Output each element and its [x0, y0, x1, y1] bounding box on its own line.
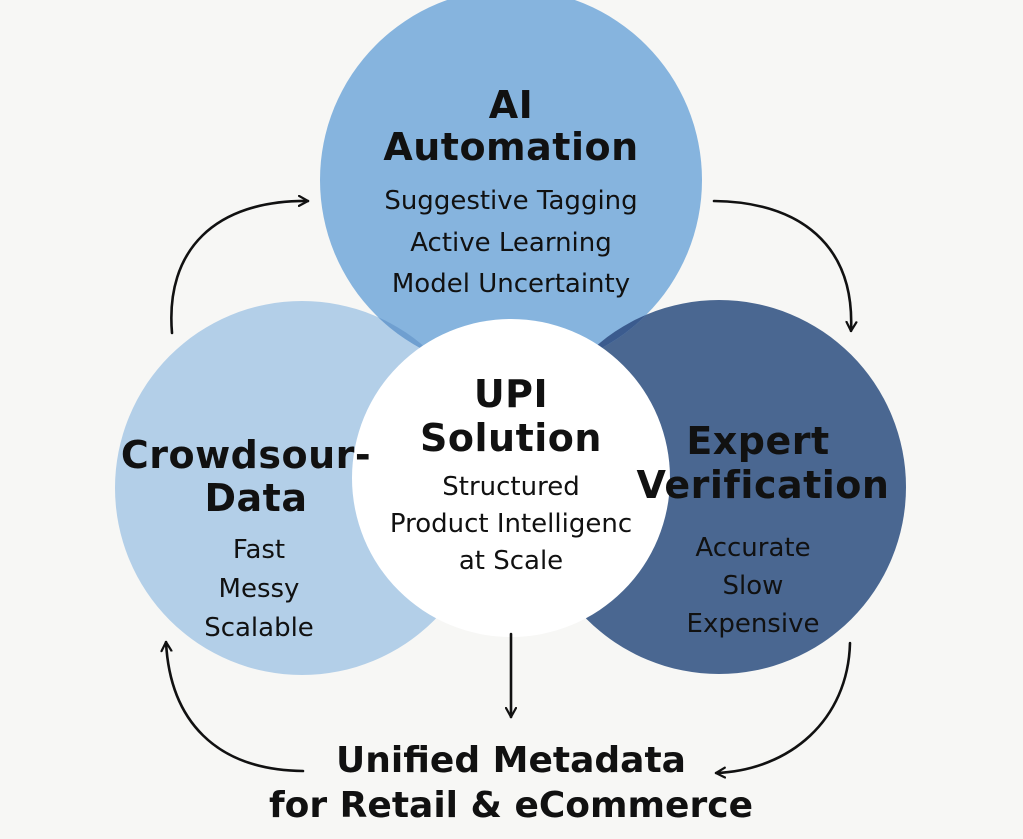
expert-title-line1: Expert: [686, 419, 830, 463]
expert-item-3: Expensive: [686, 609, 820, 639]
crowdsourced-item-1: Fast: [232, 535, 286, 565]
expert-item-2: Slow: [722, 571, 784, 601]
upi-solution-circle: [352, 319, 670, 637]
arrow-ai-to-expert: [712, 199, 851, 333]
crowdsourced-title-line1: Crowdsour-: [120, 433, 372, 477]
upi-solution-title-line2: Solution: [420, 416, 602, 460]
arrow-expert-to-footer: [714, 641, 852, 773]
upi-solution-item-2: Product Intelligenc: [389, 509, 633, 539]
ai-automation-circle: [320, 0, 702, 371]
ai-automation-title-line1: AI: [488, 83, 534, 127]
footer-line2: for Retail & eCommerce: [269, 785, 753, 826]
upi-solution-item-3: at Scale: [458, 546, 564, 576]
crowdsourced-item-3: Scalable: [204, 613, 314, 643]
upi-solution-item-1: Structured: [442, 472, 580, 502]
arrow-crowd-to-ai: [170, 201, 310, 335]
ai-automation-item-1: Suggestive Tagging: [384, 186, 638, 216]
ai-automation-title-line2: Automation: [383, 125, 639, 169]
ai-automation-item-2: Active Learning: [410, 228, 612, 258]
footer-line1: Unified Metadata: [336, 740, 686, 781]
arrow-footer-to-crowd: [166, 640, 305, 773]
expert-title-line2: Verification: [636, 463, 890, 507]
expert-item-1: Accurate: [695, 533, 811, 563]
ai-automation-item-3: Model Uncertainty: [391, 269, 631, 299]
crowdsourced-title-line2: Data: [204, 476, 308, 520]
crowdsourced-item-2: Messy: [218, 574, 300, 604]
upi-solution-title-line1: UPI: [473, 372, 549, 416]
